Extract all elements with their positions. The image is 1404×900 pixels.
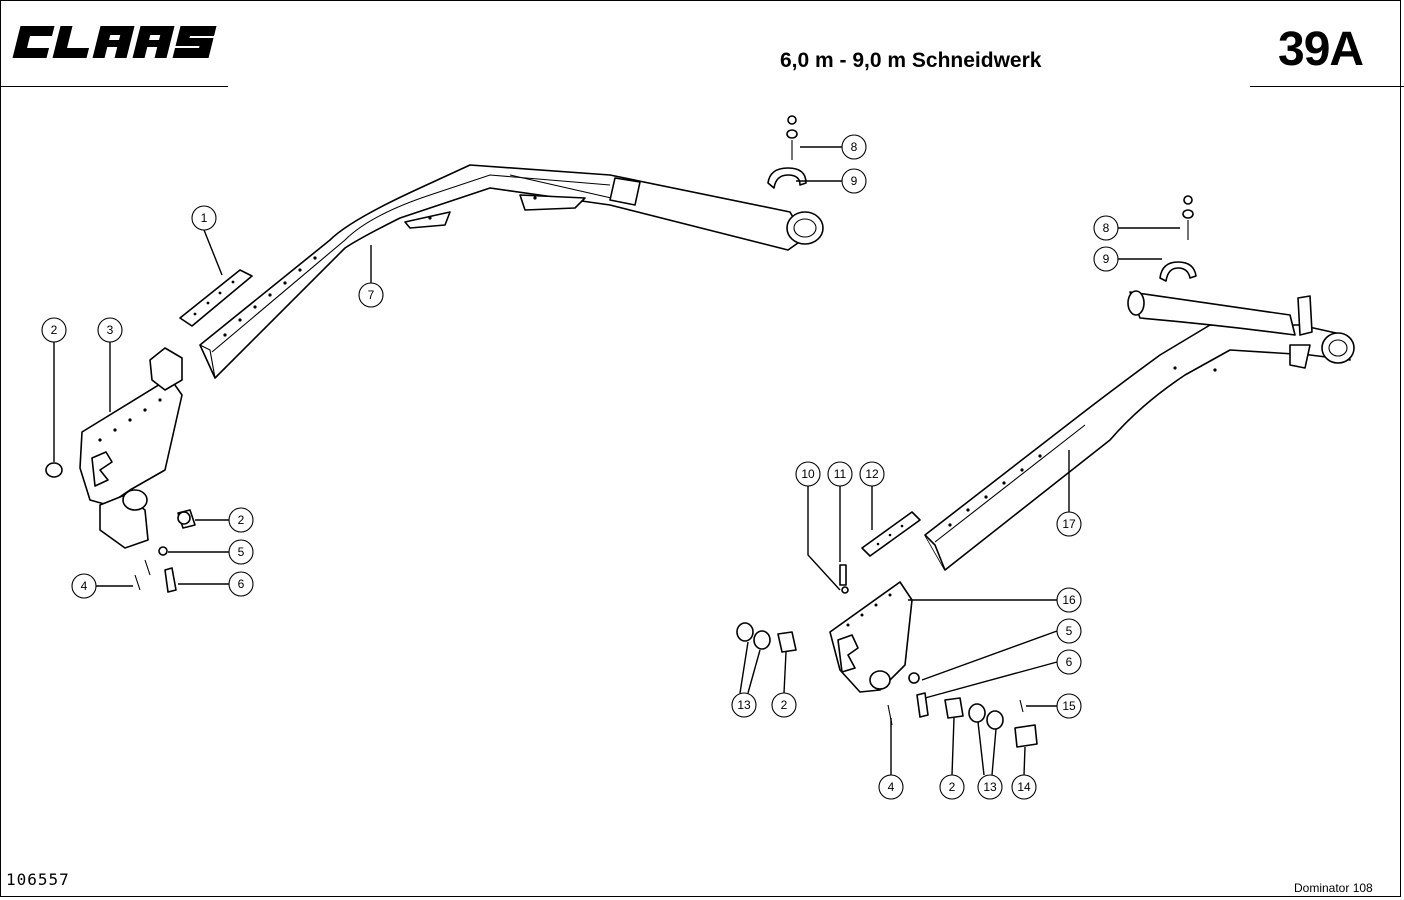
tube-part-7: [199, 164, 824, 379]
svg-text:13: 13: [983, 780, 997, 794]
callout-2: 2: [939, 774, 965, 800]
callout-13: 13: [731, 692, 757, 718]
claas-logo: [12, 26, 217, 58]
svg-text:6: 6: [238, 577, 245, 591]
callout-6: 6: [228, 571, 254, 597]
svg-text:12: 12: [865, 467, 879, 481]
svg-text:10: 10: [801, 467, 815, 481]
svg-text:3: 3: [107, 323, 114, 337]
callout-4: 4: [878, 774, 904, 800]
drawing-number: 106557: [6, 870, 70, 889]
callout-5: 5: [1056, 618, 1082, 644]
leader-lines: [53, 146, 1180, 776]
callout-2: 2: [41, 317, 67, 343]
svg-text:13: 13: [737, 698, 751, 712]
page-number-underline: [1250, 86, 1404, 87]
callout-12: 12: [859, 461, 885, 487]
callout-14: 14: [1011, 774, 1037, 800]
svg-text:7: 7: [368, 288, 375, 302]
callout-11: 11: [827, 461, 853, 487]
page-number: 39A: [1278, 23, 1364, 76]
callout-9: 9: [1093, 246, 1119, 272]
svg-text:2: 2: [238, 513, 245, 527]
svg-text:1: 1: [201, 211, 208, 225]
svg-text:8: 8: [1103, 221, 1110, 235]
svg-text:2: 2: [51, 323, 58, 337]
callout-3: 3: [97, 317, 123, 343]
callout-2: 2: [228, 507, 254, 533]
callout-8: 8: [841, 134, 867, 160]
bracket-part-16: [829, 581, 913, 693]
hardware-right: [736, 564, 1038, 748]
svg-text:8: 8: [851, 140, 858, 154]
callout-6: 6: [1056, 649, 1082, 675]
svg-text:2: 2: [781, 698, 788, 712]
svg-text:6: 6: [1066, 655, 1073, 669]
tube-part-17: [924, 290, 1355, 571]
bracket-part-3: [79, 347, 183, 549]
svg-text:5: 5: [1066, 624, 1073, 638]
svg-text:16: 16: [1062, 593, 1076, 607]
callout-8: 8: [1093, 215, 1119, 241]
svg-text:9: 9: [851, 174, 858, 188]
callout-9: 9: [841, 168, 867, 194]
callout-7: 7: [358, 282, 384, 308]
svg-text:4: 4: [888, 780, 895, 794]
plate-part-1: [179, 269, 253, 327]
callout-10: 10: [795, 461, 821, 487]
svg-text:5: 5: [238, 545, 245, 559]
callout-5: 5: [228, 539, 254, 565]
model-name: Dominator 108: [1294, 881, 1373, 895]
svg-text:15: 15: [1062, 699, 1076, 713]
callout-2: 2: [771, 692, 797, 718]
page-title: 6,0 m - 9,0 m Schneidwerk: [780, 49, 1042, 72]
logo-underline: [0, 86, 228, 87]
svg-text:2: 2: [949, 780, 956, 794]
svg-text:4: 4: [81, 579, 88, 593]
callout-4: 4: [71, 573, 97, 599]
svg-text:14: 14: [1017, 780, 1031, 794]
svg-text:9: 9: [1103, 252, 1110, 266]
svg-text:17: 17: [1062, 517, 1076, 531]
hardware-left: [45, 462, 196, 593]
clamp-parts-8-9: [767, 115, 1197, 282]
callout-13: 13: [977, 774, 1003, 800]
callout-15: 15: [1056, 693, 1082, 719]
plate-part-12: [861, 511, 921, 557]
callout-16: 16: [1056, 587, 1082, 613]
svg-text:11: 11: [834, 467, 847, 481]
callout-1: 1: [191, 205, 217, 231]
callout-17: 17: [1056, 511, 1082, 537]
